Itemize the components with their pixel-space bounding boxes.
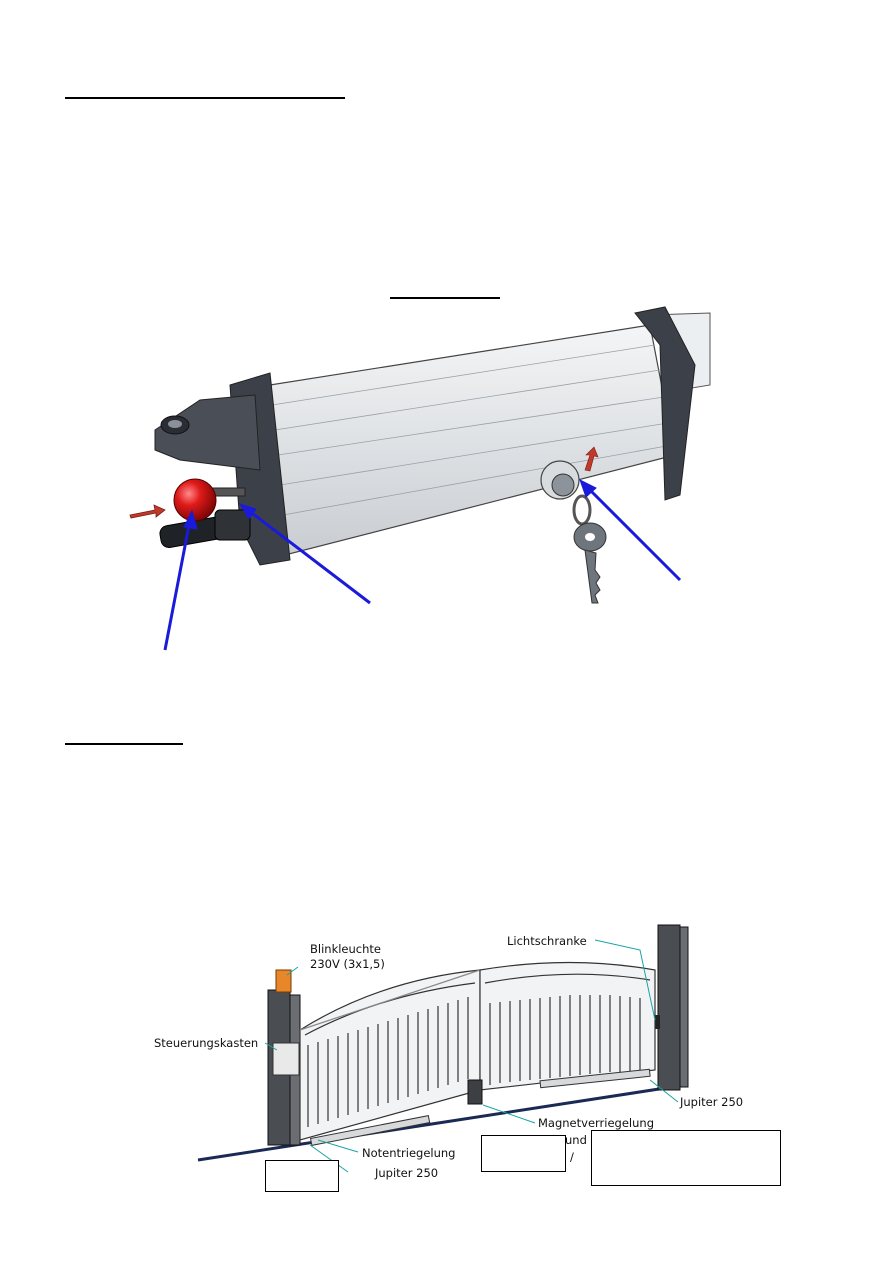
- callout-box-right: [591, 1130, 781, 1186]
- label-magnetverriegelung: Magnetverriegelung: [538, 1116, 654, 1130]
- label-jupiter-left: Jupiter 250: [374, 1166, 438, 1180]
- label-slash: /: [570, 1150, 574, 1164]
- callout-leaders: [264, 939, 679, 1173]
- label-blinkleuchte: Blinkleuchte: [310, 942, 381, 956]
- key-icon: [572, 494, 607, 604]
- label-blinkleuchte-spec: 230V (3x1,5): [310, 957, 385, 971]
- right-pillar: [654, 924, 689, 1091]
- label-jupiter-right: Jupiter 250: [679, 1095, 743, 1109]
- section-heading-1-underline: [65, 97, 345, 99]
- red-release-knob: [173, 478, 217, 522]
- label-steuerungskasten: Steuerungskasten: [154, 1036, 258, 1050]
- label-notentriegelung: Notentriegelung: [362, 1146, 455, 1160]
- red-arrow-small-icon: [584, 446, 599, 472]
- right-gate-wing: [479, 961, 656, 1091]
- motor-right-arm: [539, 1068, 651, 1089]
- motor-mount-bracket: [154, 394, 261, 471]
- left-gate-wing: [299, 969, 481, 1141]
- figure-caption-underline: [390, 297, 500, 299]
- callout-box-ground: [265, 1160, 339, 1192]
- motor-rear-cap: [634, 306, 696, 501]
- blue-pointer-arrows: [163, 478, 682, 651]
- magnetic-lock: [467, 1079, 483, 1105]
- label-und: und: [565, 1133, 587, 1147]
- callout-box-middle: [481, 1135, 566, 1172]
- motor-left-arm: [309, 1115, 431, 1146]
- section-heading-2-underline: [65, 743, 183, 745]
- red-arrow-icon: [129, 504, 166, 519]
- left-pillar: [267, 969, 301, 1146]
- label-lichtschranke: Lichtschranke: [507, 934, 587, 948]
- motor-body: [269, 324, 676, 556]
- gate-installation-diagram: Blinkleuchte 230V (3x1,5) Steuerungskast…: [154, 924, 743, 1180]
- motor-illustration: [129, 306, 711, 651]
